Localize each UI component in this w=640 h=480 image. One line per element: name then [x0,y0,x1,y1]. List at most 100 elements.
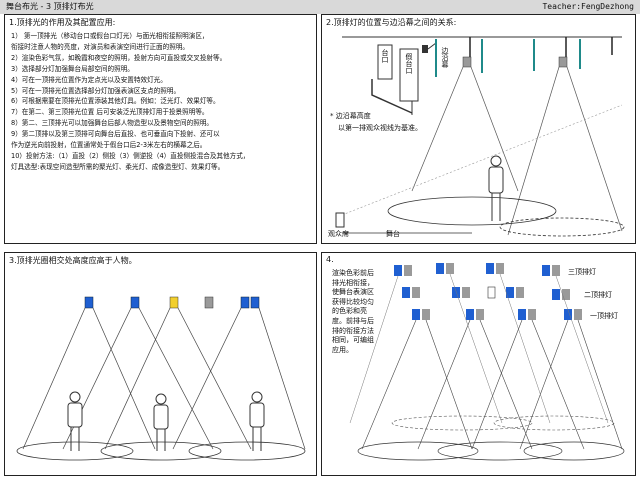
legend-second-row: 二顶排灯 [584,291,612,299]
person-figure [153,393,169,451]
sightline [341,104,623,216]
light-pool [437,441,563,461]
blue-lamp [486,263,494,274]
false-proscenium-box [399,48,419,102]
page-header: 舞台布光 - 3 顶排灯布光 Teacher:FengDezhong [0,0,640,14]
light-cone [104,307,171,450]
person-body [67,402,83,428]
uses-item: 7）在第二、第三顶排光位置 后可安装泛光顶排灯用于投景照明等。 [11,108,209,117]
light-pool [16,441,134,461]
top-lamp [462,56,472,68]
light-cone [449,273,503,424]
proscenium-box [377,44,393,80]
light-cone [471,319,523,450]
uses-item: 2）渲染色彩气氛，如晚霞和夜空的照明，投射方向可直投或交叉投射等。 [11,53,227,62]
light-cone [92,307,156,450]
uses-item: 4）可在一顶排光位置作为定点光以及安置特效灯光。 [11,75,167,84]
blue-lamp [452,287,460,298]
panel-position: 2.顶排灯的位置与边沿幕之间的关系: [321,14,636,244]
light-cone [531,319,585,450]
uses-item: 5）可在一顶排光位置选择部分灯加强表演区支点的照明。 [11,86,181,95]
lamp-arm [427,42,437,50]
light-pool [523,441,625,461]
person-head [69,391,81,403]
light-pool [391,415,533,431]
person-head [490,155,502,167]
uses-item: 10）投射方法:（1）直投（2）侧投（3）侧逆投（4）直投侧投混合及其他方式， [11,151,250,160]
blue-lamp [402,287,410,298]
light-cone [555,275,609,424]
gray-lamp [412,287,420,298]
label-proscenium: 台口 [381,49,389,63]
audience-seat [335,212,345,228]
panel-4-title: 4. [326,255,334,264]
gray-lamp [574,309,582,320]
light-cone [361,319,417,450]
person-figure [488,155,504,221]
panel-uses: 1.顶排光的作用及其配置应用: 1） 第一顶排光（移动台口或假台口灯光）与面光相… [4,14,317,244]
page-title: 舞台布光 - 3 顶排灯布光 [6,2,94,11]
uses-item: 衔接时注意人物的亮度，对演员和表演空间进行正面的照明。 [11,42,190,51]
legend-first-row: 一顶排灯 [590,312,618,320]
uses-item: 8）第二、三顶排光可以加强舞台后部人物造型以及景物空间的照明。 [11,119,214,128]
blue-lamp [564,309,572,320]
light-cone [411,66,464,192]
overlap-diagram [16,296,306,461]
person-figure [249,391,265,451]
light-cone [62,307,132,450]
note-curtain-height: * 边沿幕高度 [330,112,371,120]
uses-item: 灯具选型:表现空间造型所需的聚光灯、柔光灯、成像造型灯、效果灯等。 [11,162,225,171]
gray-lamp [204,296,214,309]
gray-lamp [422,309,430,320]
label-stage: 舞台 [386,230,400,238]
gray-lamp [528,309,536,320]
panel-color-blend: 4. 渲染色彩前后排光相衔接，使舞台表演区获得比较均匀的色彩和亮度。前排与后排的… [321,252,636,476]
light-cone [479,319,533,450]
uses-item: 作为逆光向前投射，位置通常处于假台口后2-3米左右的横幕之后。 [11,141,207,150]
color-blend-description: 渲染色彩前后排光相衔接，使舞台表演区获得比较均匀的色彩和亮度。前排与后排的衔接方… [332,269,374,354]
blue-lamp [394,265,402,276]
uses-item: 6）可根据需要在顶排光位置添装其他灯具。例如：泛光灯、效果灯等。 [11,97,220,106]
uses-item: 9）第二顶排以及第三顶排可向舞台后直投、也可垂直向下投射、还可以 [11,130,220,139]
light-pool [100,441,222,461]
person-head [155,393,167,405]
light-cone [577,319,623,450]
blue-lamp [466,309,474,320]
person-body [153,404,169,430]
gray-lamp [562,289,570,300]
gray-lamp [404,265,412,276]
light-cone [258,307,306,450]
gray-lamp [516,287,524,298]
light-guide [371,79,413,114]
label-audience: 观众席 [328,230,349,238]
label-edge-curtain: 边沿幕 [441,47,449,68]
gray-lamp [476,309,484,320]
white-lamp [487,286,496,299]
light-cone [349,275,399,424]
teacher-credit: Teacher:FengDezhong [542,2,634,11]
person-body [488,166,504,194]
light-cone [22,307,86,450]
panel-3-title: 3.顶排光圈相交处高度应高于人物。 [9,256,137,265]
gray-lamp [496,263,504,274]
blue-lamp [250,296,260,309]
light-pool [188,441,306,461]
note-sightline-basis: 以第一排观众视线为基准。 [338,124,422,132]
uses-item: 3）选择部分灯加强舞台局部空间的照明。 [11,64,134,73]
gray-lamp [446,263,454,274]
light-cone [138,307,214,450]
blue-lamp [506,287,514,298]
label-false-proscenium: 假台口 [405,53,413,74]
light-cone [519,319,569,450]
gray-lamp [462,287,470,298]
blue-lamp [436,263,444,274]
blue-lamp [412,309,420,320]
blue-lamp [130,296,140,309]
false-proscenium-lamp [422,45,428,53]
person-head [251,391,263,403]
uses-item: 1） 第一顶排光（移动台口或假台口灯光）与面光相衔接照明演区， [11,32,209,40]
uses-list: 1） 第一顶排光（移动台口或假台口灯光）与面光相衔接照明演区， 衔接时注意人物的… [11,31,311,173]
blue-lamp [542,265,550,276]
light-cone [499,273,551,424]
blue-lamp [240,296,250,309]
